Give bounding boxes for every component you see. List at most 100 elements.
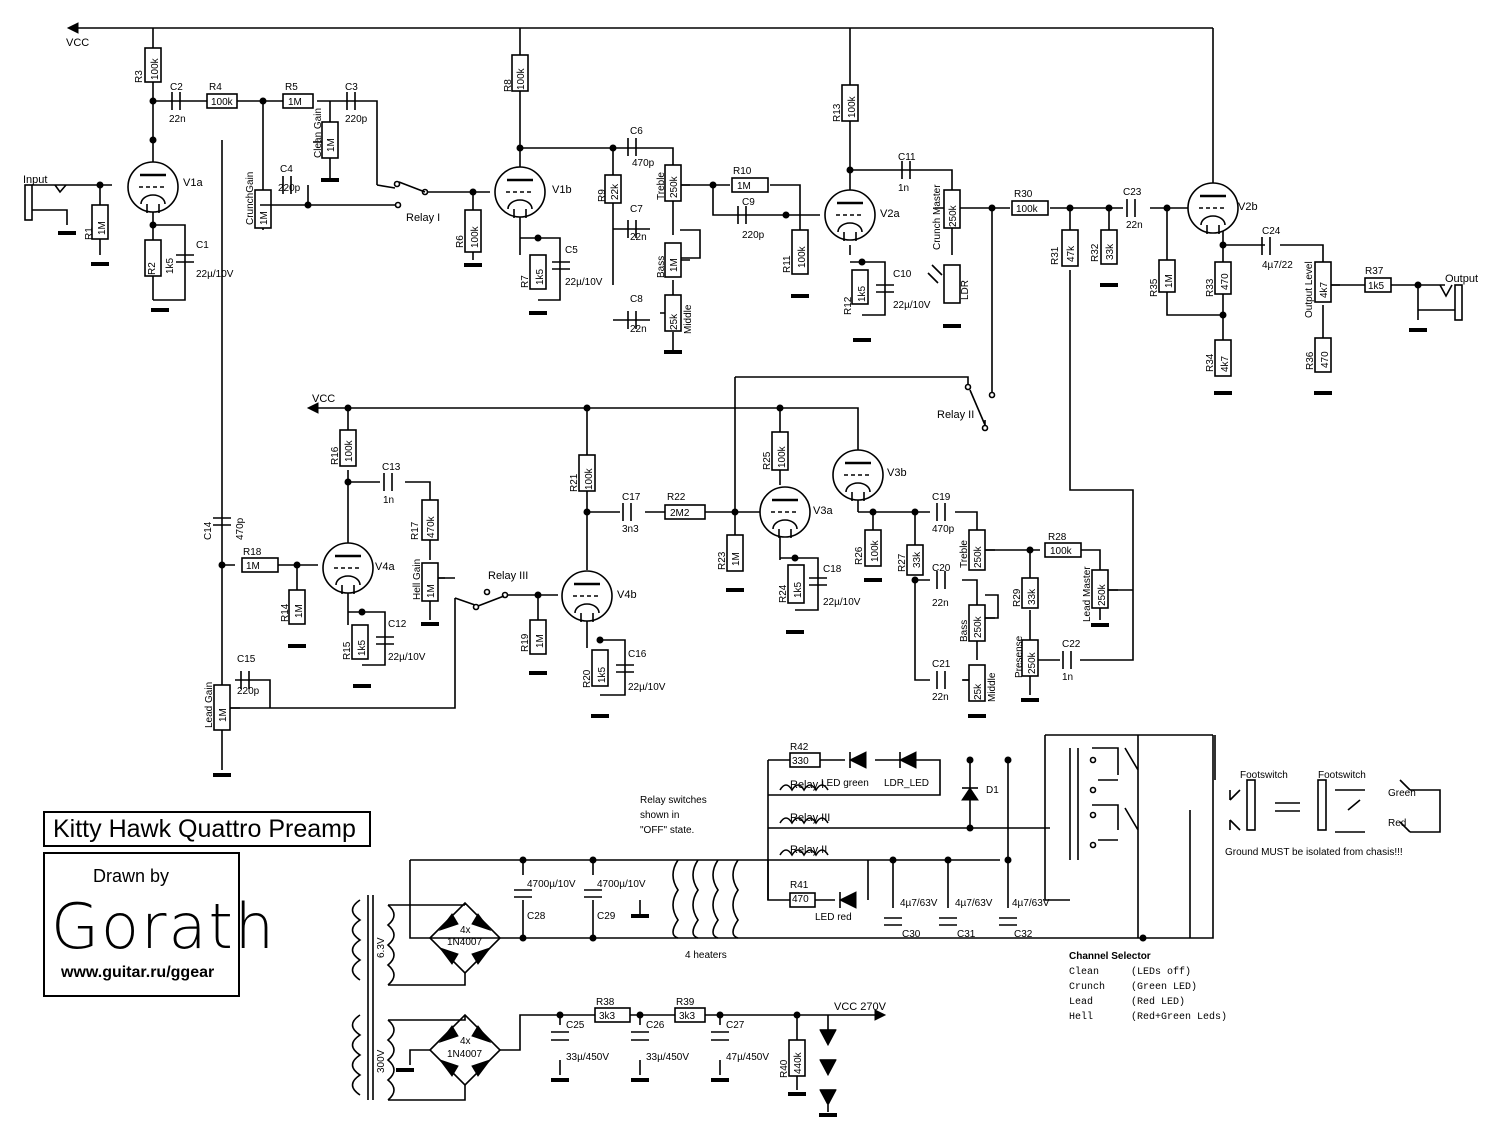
pot-bass2-name: Bass: [959, 620, 970, 642]
r19-ref: R19: [520, 633, 531, 652]
r39-ref: R39: [676, 997, 695, 1008]
r26-value: 100k: [870, 539, 881, 562]
c7-value: 22n: [630, 232, 647, 243]
channel-crunch-desc: (Green LED): [1131, 981, 1197, 993]
c30-value: 4µ7/63V: [900, 898, 938, 909]
r22-value: 2M2: [670, 508, 690, 519]
r36-ref: R36: [1305, 351, 1316, 370]
r37-value: 1k5: [1368, 281, 1385, 292]
bridge2-part: 1N4007: [447, 1049, 482, 1060]
channel-selector: Channel Selector Clean (LEDs off) Crunch…: [1069, 951, 1227, 1023]
input-label: Input: [23, 174, 47, 186]
r21-value: 100k: [584, 467, 595, 490]
transformers: [351, 859, 739, 1101]
r32-value: 33k: [1105, 243, 1116, 260]
heaters-label: 4 heaters: [685, 950, 727, 961]
r6-ref: R6: [455, 235, 466, 248]
c5-ref: C5: [565, 245, 578, 256]
c19-ref: C19: [932, 492, 951, 503]
c1-ref: C1: [196, 240, 209, 251]
c7-ref: C7: [630, 204, 643, 215]
c32-ref: C32: [1014, 929, 1033, 940]
author-url: www.guitar.ru/ggear: [61, 964, 215, 981]
c8-ref: C8: [630, 294, 643, 305]
c22-ref: C22: [1062, 639, 1081, 650]
r28-ref: R28: [1048, 532, 1067, 543]
r42-value: 330: [792, 756, 809, 767]
net-labels: VCC VCC VCC 270V Input Output: [23, 37, 1478, 1013]
c20-ref: C20: [932, 563, 951, 574]
relay-note-line2: shown in: [640, 810, 679, 821]
c30-ref: C30: [902, 929, 921, 940]
misc-labels: LDR D1 LED green LDR_LED LED red Footswi…: [376, 280, 1416, 1073]
relay-note-line3: "OFF" state.: [640, 825, 694, 836]
channel-lead-mode: Lead: [1069, 996, 1093, 1008]
c27-value: 47µ/450V: [726, 1052, 769, 1063]
r42-ref: R42: [790, 742, 809, 753]
r8-ref: R8: [503, 79, 514, 92]
r20-value: 1k5: [597, 666, 608, 683]
c11-ref: C11: [898, 152, 916, 163]
r31-ref: R31: [1050, 246, 1061, 265]
junction-dots: [96, 97, 1422, 1019]
r37-ref: R37: [1365, 266, 1384, 277]
pot-presense-value: 250k: [1027, 651, 1038, 674]
relay-3-coil-label: Relay III: [790, 812, 830, 824]
r10-value: 1M: [737, 181, 751, 192]
footswitch-a-label: Footswitch: [1240, 770, 1288, 781]
r8-value: 100k: [516, 67, 527, 90]
relay-3-label: Relay III: [488, 570, 528, 582]
c16-ref: C16: [628, 649, 647, 660]
r18-value: 1M: [246, 561, 260, 572]
channel-hell-desc: (Red+Green Leds): [1131, 1011, 1227, 1023]
c20-value: 22n: [932, 598, 949, 609]
c1-value: 22µ/10V: [196, 269, 234, 280]
r12-ref: R12: [843, 296, 854, 315]
c15-ref: C15: [237, 654, 256, 665]
c8-value: 22n: [630, 324, 647, 335]
output-label: Output: [1445, 273, 1478, 285]
r35-ref: R35: [1149, 278, 1160, 297]
pot-middle2-name: Middle: [987, 672, 998, 702]
vcc-psu-label: VCC 270V: [834, 1001, 887, 1013]
pot-hell-gain-value: 1M: [426, 584, 437, 598]
r14-value: 1M: [294, 604, 305, 618]
r24-ref: R24: [778, 584, 789, 603]
r3-value: 100k: [150, 57, 161, 80]
r5-ref: R5: [285, 82, 298, 93]
c17-value: 3n3: [622, 524, 639, 535]
r1-ref: R1: [84, 227, 95, 240]
relay-2-coil-label: Relay II: [790, 844, 827, 856]
r28-value: 100k: [1050, 546, 1073, 557]
r1-value: 1M: [97, 221, 108, 235]
r30-value: 100k: [1016, 204, 1039, 215]
c23-ref: C23: [1123, 187, 1142, 198]
r29-value: 33k: [1027, 588, 1038, 605]
c3-value: 220p: [345, 114, 368, 125]
c5-value: 22µ/10V: [565, 277, 603, 288]
r38-ref: R38: [596, 997, 615, 1008]
relay-1-coil-label: Relay I: [790, 779, 824, 791]
ldr: [927, 264, 943, 284]
author-signature: Gorath: [51, 890, 277, 963]
c21-ref: C21: [932, 659, 951, 670]
c10-ref: C10: [893, 269, 912, 280]
r16-value: 100k: [344, 439, 355, 462]
resistors: [91, 47, 1392, 1077]
c23-value: 22n: [1126, 220, 1143, 231]
r19-value: 1M: [535, 634, 546, 648]
c29-value: 4700µ/10V: [597, 879, 646, 890]
tube-v2b: V2b: [1238, 201, 1258, 213]
c27-ref: C27: [726, 1020, 745, 1031]
pot-bass1-value: 1M: [669, 258, 680, 272]
pot-output-level-value: 4k7: [1319, 281, 1330, 298]
schematic-title: Kitty Hawk Quattro Preamp: [53, 815, 356, 843]
tube-v1a: V1a: [183, 177, 203, 189]
r41-value: 470: [792, 894, 809, 905]
r25-ref: R25: [762, 451, 773, 470]
r11-value: 100k: [797, 245, 808, 268]
c22-value: 1n: [1062, 672, 1073, 683]
ht-voltage-label: 300V: [376, 1049, 387, 1073]
c31-ref: C31: [957, 929, 976, 940]
